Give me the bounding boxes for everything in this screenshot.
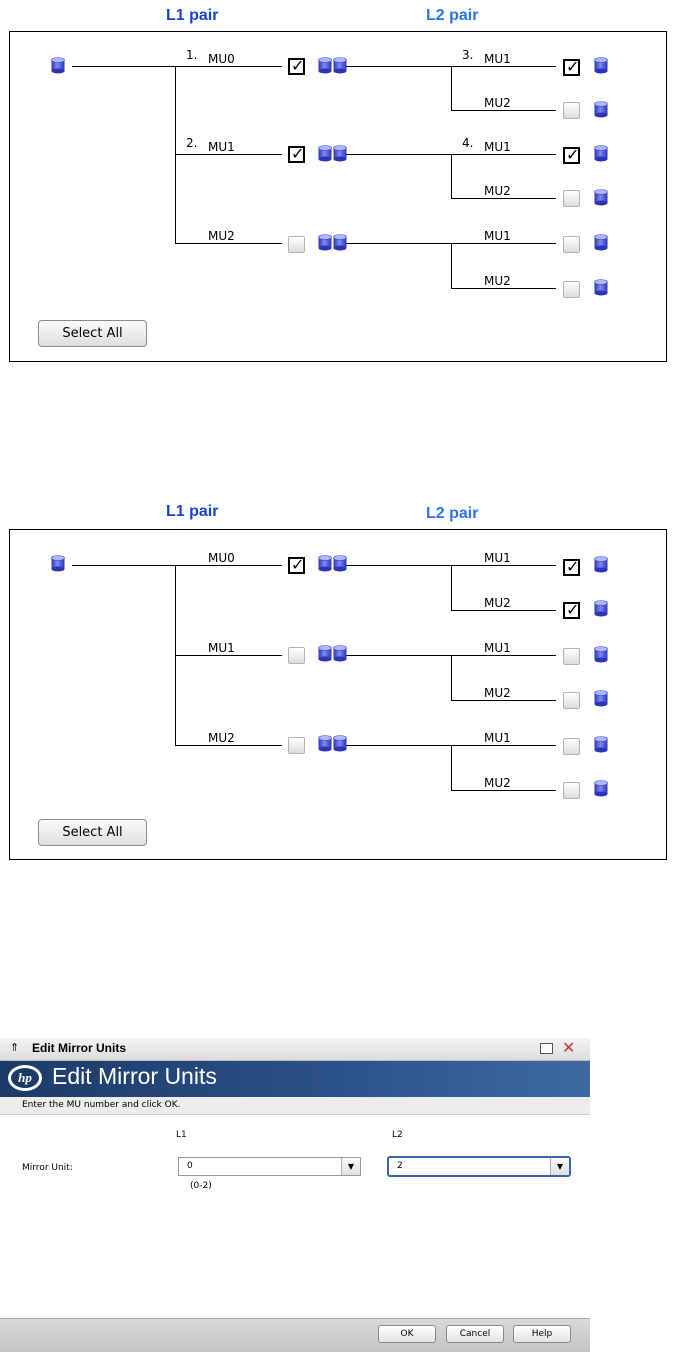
l1-mu1-checkbox[interactable] — [288, 647, 305, 664]
l2-mu1-label: MU1 — [484, 551, 511, 565]
l2-checkbox[interactable] — [563, 236, 580, 253]
help-button[interactable]: Help — [513, 1325, 571, 1343]
l2-checkbox[interactable] — [563, 648, 580, 665]
l2-volume-icon — [594, 189, 608, 206]
chevron-down-icon[interactable]: ▼ — [550, 1158, 569, 1175]
chevron-down-icon[interactable]: ▼ — [341, 1158, 360, 1175]
l1-mu2-label: MU2 — [208, 229, 235, 243]
l2-checkbox[interactable] — [563, 102, 580, 119]
l1-mu0-checkbox[interactable] — [288, 56, 305, 75]
l1-mu0-label: MU0 — [208, 52, 235, 66]
l1-mu1-volume-icon — [318, 145, 332, 162]
l2-mu1-label: MU1 — [484, 229, 511, 243]
range-hint: (0-2) — [190, 1181, 212, 1191]
l1-step-number: 1. — [186, 48, 198, 62]
l1-mu0-target-icon — [333, 555, 347, 572]
l2-mu-select[interactable]: 2 ▼ — [387, 1156, 571, 1177]
l1-mu1-label: MU1 — [208, 140, 235, 154]
l2-mu1-label: MU1 — [484, 731, 511, 745]
l1-mu0-volume-icon — [318, 57, 332, 74]
l2-step-number: 4. — [462, 136, 474, 150]
l2-column-header: L2 — [392, 1130, 403, 1140]
l1-mu-value: 0 — [187, 1161, 193, 1171]
l2-mu2-label: MU2 — [484, 274, 511, 288]
l1-mu2-checkbox[interactable] — [288, 737, 305, 754]
ok-button[interactable]: OK — [378, 1325, 436, 1343]
cancel-button[interactable]: Cancel — [446, 1325, 504, 1343]
l1-mu0-checkbox[interactable] — [288, 555, 305, 574]
l1-mu1-checkbox[interactable] — [288, 144, 305, 163]
l2-volume-icon — [594, 600, 608, 617]
l2-volume-icon — [594, 556, 608, 573]
l2-volume-icon — [594, 690, 608, 707]
l1-mu2-target-icon — [333, 735, 347, 752]
l2-checkbox[interactable] — [563, 782, 580, 799]
l2-volume-icon — [594, 736, 608, 753]
l2-mu2-label: MU2 — [484, 686, 511, 700]
l1-mu0-target-icon — [333, 57, 347, 74]
l2-volume-icon — [594, 57, 608, 74]
l1-pair-header: L1 pair — [166, 503, 219, 520]
l1-pair-header: L1 pair — [166, 7, 219, 24]
window-title-bar: ⇑ Edit Mirror Units ✕ — [0, 1038, 590, 1061]
l2-mu1-label: MU1 — [484, 52, 511, 66]
l1-mu1-target-icon — [333, 145, 347, 162]
diagram-panel — [9, 31, 667, 362]
diagram-panel — [9, 529, 667, 860]
l2-volume-icon — [594, 279, 608, 296]
l2-checkbox[interactable] — [563, 281, 580, 298]
l2-checkbox[interactable] — [563, 145, 580, 164]
l2-volume-icon — [594, 234, 608, 251]
l2-pair-header: L2 pair — [426, 505, 479, 522]
select-all-button[interactable]: Select All — [38, 320, 147, 347]
maximize-icon[interactable] — [540, 1043, 553, 1054]
l1-mu2-volume-icon — [318, 735, 332, 752]
l2-volume-icon — [594, 101, 608, 118]
l2-mu2-label: MU2 — [484, 184, 511, 198]
l1-mu1-volume-icon — [318, 645, 332, 662]
source-volume-icon — [51, 57, 65, 74]
l2-mu-value: 2 — [397, 1161, 403, 1171]
source-volume-icon — [51, 555, 65, 572]
l2-mu2-label: MU2 — [484, 776, 511, 790]
l2-pair-header: L2 pair — [426, 7, 479, 24]
l1-mu1-target-icon — [333, 645, 347, 662]
l1-mu2-label: MU2 — [208, 731, 235, 745]
l1-mu2-target-icon — [333, 234, 347, 251]
instruction-text: Enter the MU number and click OK. — [22, 1100, 181, 1110]
dialog-banner: hp Edit Mirror Units — [0, 1061, 590, 1097]
l2-volume-icon — [594, 646, 608, 663]
l2-volume-icon — [594, 145, 608, 162]
l2-checkbox[interactable] — [563, 557, 580, 576]
l1-mu2-checkbox[interactable] — [288, 236, 305, 253]
select-all-button[interactable]: Select All — [38, 819, 147, 846]
l1-mu1-label: MU1 — [208, 641, 235, 655]
l1-mu0-label: MU0 — [208, 551, 235, 565]
collapse-icon[interactable]: ⇑ — [10, 1041, 20, 1054]
l1-mu-select[interactable]: 0 ▼ — [178, 1157, 361, 1176]
l2-step-number: 3. — [462, 48, 474, 62]
l2-mu1-label: MU1 — [484, 140, 511, 154]
l2-mu2-label: MU2 — [484, 96, 511, 110]
l2-checkbox[interactable] — [563, 600, 580, 619]
instruction-bar: Enter the MU number and click OK. — [0, 1097, 590, 1115]
l1-mu0-volume-icon — [318, 555, 332, 572]
l1-mu2-volume-icon — [318, 234, 332, 251]
hp-logo-text: hp — [11, 1068, 39, 1088]
l2-checkbox[interactable] — [563, 190, 580, 207]
dialog-heading: Edit Mirror Units — [52, 1063, 217, 1089]
close-icon[interactable]: ✕ — [562, 1038, 576, 1057]
hp-logo-icon: hp — [8, 1065, 42, 1091]
l2-checkbox[interactable] — [563, 738, 580, 755]
l2-mu2-label: MU2 — [484, 596, 511, 610]
l1-step-number: 2. — [186, 136, 198, 150]
l2-mu1-label: MU1 — [484, 641, 511, 655]
dialog-body — [0, 1115, 590, 1327]
window-title: Edit Mirror Units — [32, 1041, 127, 1055]
l1-column-header: L1 — [176, 1130, 187, 1140]
l2-checkbox[interactable] — [563, 692, 580, 709]
l2-checkbox[interactable] — [563, 57, 580, 76]
l2-volume-icon — [594, 780, 608, 797]
mirror-unit-label: Mirror Unit: — [22, 1163, 73, 1173]
